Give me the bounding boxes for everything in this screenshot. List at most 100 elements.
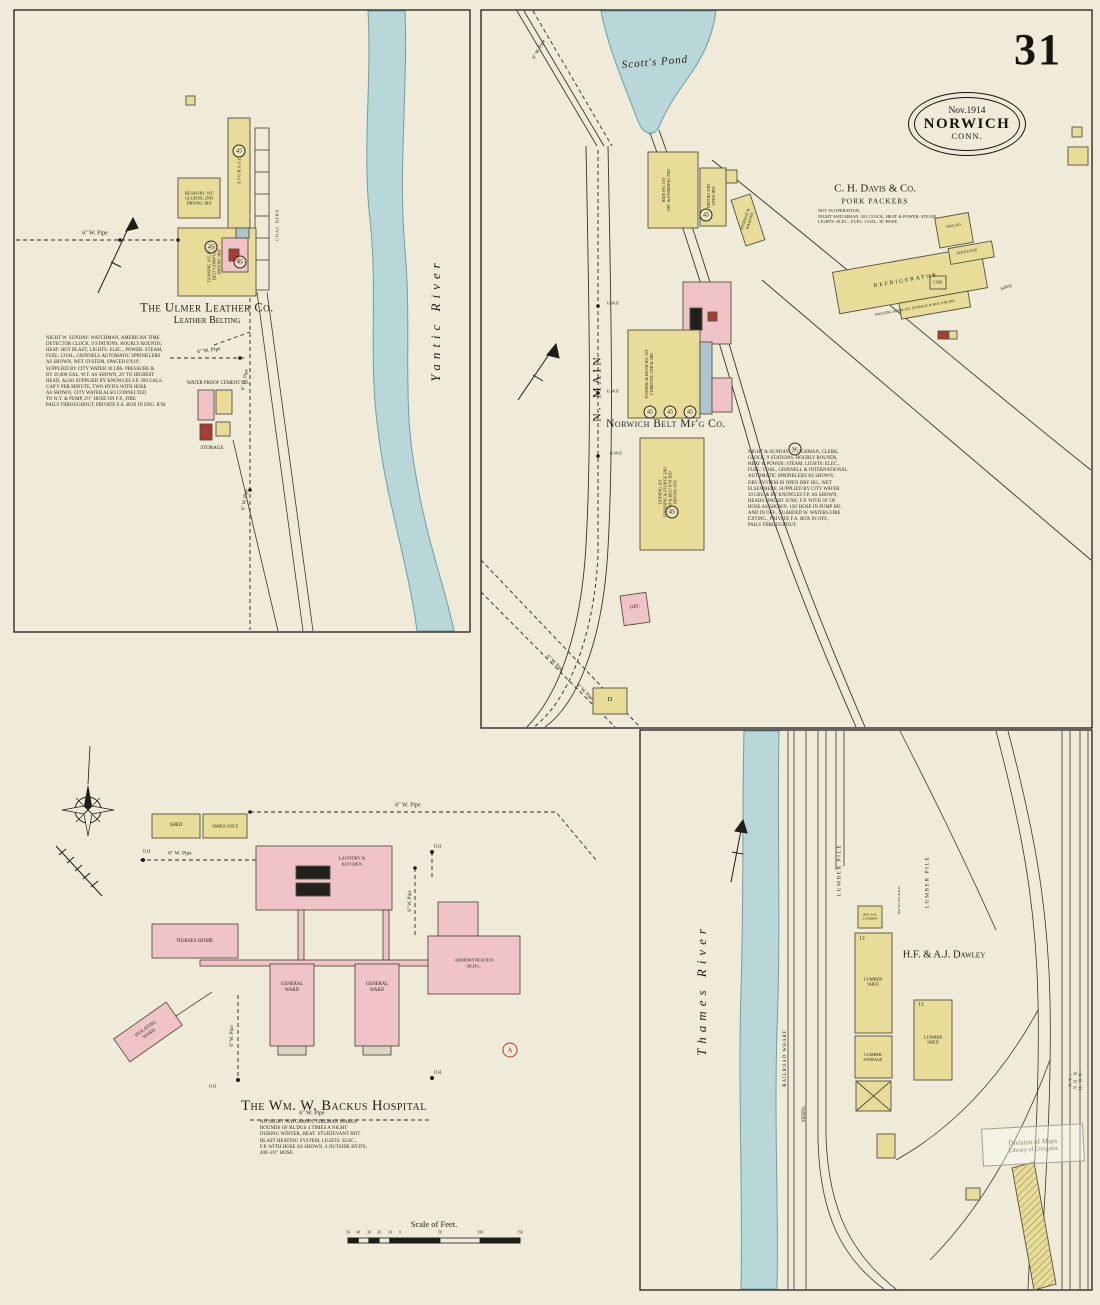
stamp-state: CONN. <box>951 131 983 142</box>
ulmer-buildings <box>177 95 270 441</box>
pipe-label: 6" W. Pipe <box>82 230 108 237</box>
pipe-label: 6" W. Pipe <box>299 1110 325 1117</box>
circled-number: 45 <box>233 255 247 269</box>
circled-number: 45 <box>643 405 657 419</box>
compass-rose <box>61 745 115 837</box>
scale-title: Scale of Feet. <box>410 1218 458 1229</box>
laundry-kitchen-label: LAUNDRY & KITCHEN <box>338 855 366 866</box>
backus-notes: NO NIGHT WATCHMAN, FIREMAN MAKES ROUNDS … <box>260 1120 367 1157</box>
davis-notes: NOT IN OPERATION, NIGHT WATCHMAN, NO CLO… <box>818 208 938 225</box>
circled-number: 45 <box>699 208 713 222</box>
backus-pipes <box>140 811 597 1121</box>
ambulance-building <box>202 813 248 839</box>
scale-tick: 10 <box>388 1229 392 1235</box>
sheet-number: 31 <box>1014 25 1062 74</box>
shed-d <box>592 687 628 715</box>
circled-number: 45 <box>232 144 246 158</box>
belt-buildings <box>592 151 766 715</box>
scale-tick: 40 <box>356 1229 360 1235</box>
stamp-city: NORWICH <box>923 115 1011 132</box>
administration-building <box>437 901 479 937</box>
scale-tick: 30 <box>367 1229 371 1235</box>
library-stamp: Division of Maps Library of Congress <box>981 1123 1085 1167</box>
dawley-company-label: H.F. & A.J. Dawley <box>902 949 986 961</box>
davis-business-label: PORK PACKERS <box>841 196 909 206</box>
ulmer-notes: NIGHT W. SUNDAY: WATCHMAN, AMERICAN TIME… <box>46 336 167 409</box>
lumber-shed-1 <box>854 932 893 1034</box>
circled-number: 45 <box>665 505 679 519</box>
scale-tick: 20 <box>377 1229 381 1235</box>
wharf-pier-hatch <box>1012 1162 1056 1290</box>
hide-house <box>647 151 699 229</box>
scale-tick: 100 <box>477 1229 483 1235</box>
belt-company-label: Norwich Belt Mf'g Co. <box>606 417 726 430</box>
gwp-label: G.W.P. <box>609 450 623 456</box>
building-number: 12 <box>918 1001 924 1008</box>
railroad-wharf-label: RAILROAD WHARF <box>783 1029 789 1087</box>
drying-label: DRYING 2ND OPEN 3RD <box>706 183 716 209</box>
lumber-storage-building <box>854 1035 893 1079</box>
tanning-beam-house <box>627 329 701 419</box>
davis-company-label: C. H. Davis & Co. <box>834 182 916 195</box>
n-main-street-label: N. MAIN <box>589 354 604 422</box>
circled-number: 45 <box>683 405 697 419</box>
dh-marker-label: D.H. <box>208 1083 218 1089</box>
pipe-label: 6" W. Pipe <box>395 802 421 809</box>
beam-house <box>177 177 221 219</box>
gwp-label: G.W.P. <box>606 388 620 394</box>
lumber-pile-label: LUMBER PILE <box>924 855 931 909</box>
com-label: COM. <box>933 280 943 285</box>
finishing-building <box>639 437 705 551</box>
dh-marker-label: D.H. <box>433 1069 443 1075</box>
nurses-home-building <box>151 923 239 959</box>
ulmer-pipes <box>16 239 251 630</box>
general-ward-2 <box>354 963 400 1047</box>
pipe-label: 6" W. Pipe <box>168 850 192 857</box>
corridor <box>199 959 459 967</box>
isolating-ward-building <box>113 1001 183 1063</box>
backus-title: The Wm. W. Backus Hospital <box>241 1098 427 1115</box>
wpc-building-2 <box>215 389 233 415</box>
fertilizer-building <box>947 240 995 265</box>
yantic-river-shape <box>366 10 455 632</box>
scotts-pond-shape <box>600 10 717 134</box>
general-ward-label: GENERAL WARD <box>365 982 389 993</box>
scale-bar <box>347 1237 521 1244</box>
thames-river-label: Thames River <box>694 924 710 1056</box>
davis-buildings <box>831 126 1089 340</box>
stamp-date: Nov.1914 <box>948 105 986 116</box>
hog-house <box>934 212 974 249</box>
backus-buildings <box>113 813 521 1063</box>
admin-bldg-label: ADMINISTRATION BLDG. <box>454 957 494 968</box>
coal-bins-label: COAL BINS <box>274 208 280 242</box>
library-stamp-line2: Library of Congress <box>1008 1144 1059 1154</box>
general-ward-label: GENERAL WARD <box>280 982 304 993</box>
lumber-shed-2 <box>913 999 953 1081</box>
wpc-title: WATER PROOF CEMENT CO. <box>186 381 250 387</box>
dh-marker-label: D.H. <box>433 843 443 849</box>
railroad-name-label: N.Y., N.H. & H. R.R. <box>1067 1070 1083 1090</box>
circled-w-marker: W. <box>788 442 802 456</box>
lumber-shed-label: LUMBER SHED <box>863 976 883 987</box>
title-stamp: Nov.1914 NORWICH CONN. <box>908 92 1026 156</box>
circled-number: 45 <box>204 240 218 254</box>
beam-house-label: BEAM HO. 1ST GLUEING 2ND DRYING 3RD <box>184 190 214 206</box>
shed-label: SHED <box>169 823 183 829</box>
scale-tick: 0 <box>399 1229 401 1235</box>
ulmer-title: The Ulmer Leather Co. <box>140 300 274 315</box>
nurses-home-label: NURSES HOME <box>176 937 214 944</box>
lumber-shed-label: LUMBER SHED <box>923 1034 943 1045</box>
ulmer-tracks <box>232 149 314 632</box>
storehouse-warehouse <box>730 193 766 247</box>
lumber-pile-label: LUMBER PILE <box>836 843 843 897</box>
dh-marker-label: D.H. <box>142 848 152 854</box>
yantic-river-label: Yantic River <box>428 258 444 382</box>
north-arrows <box>97 216 748 883</box>
dawley-buildings <box>854 905 981 1201</box>
belt-office <box>619 591 651 627</box>
coal-bins-structure <box>254 127 270 291</box>
belt-pipes <box>480 10 640 728</box>
hydrant-dots <box>118 238 600 1082</box>
